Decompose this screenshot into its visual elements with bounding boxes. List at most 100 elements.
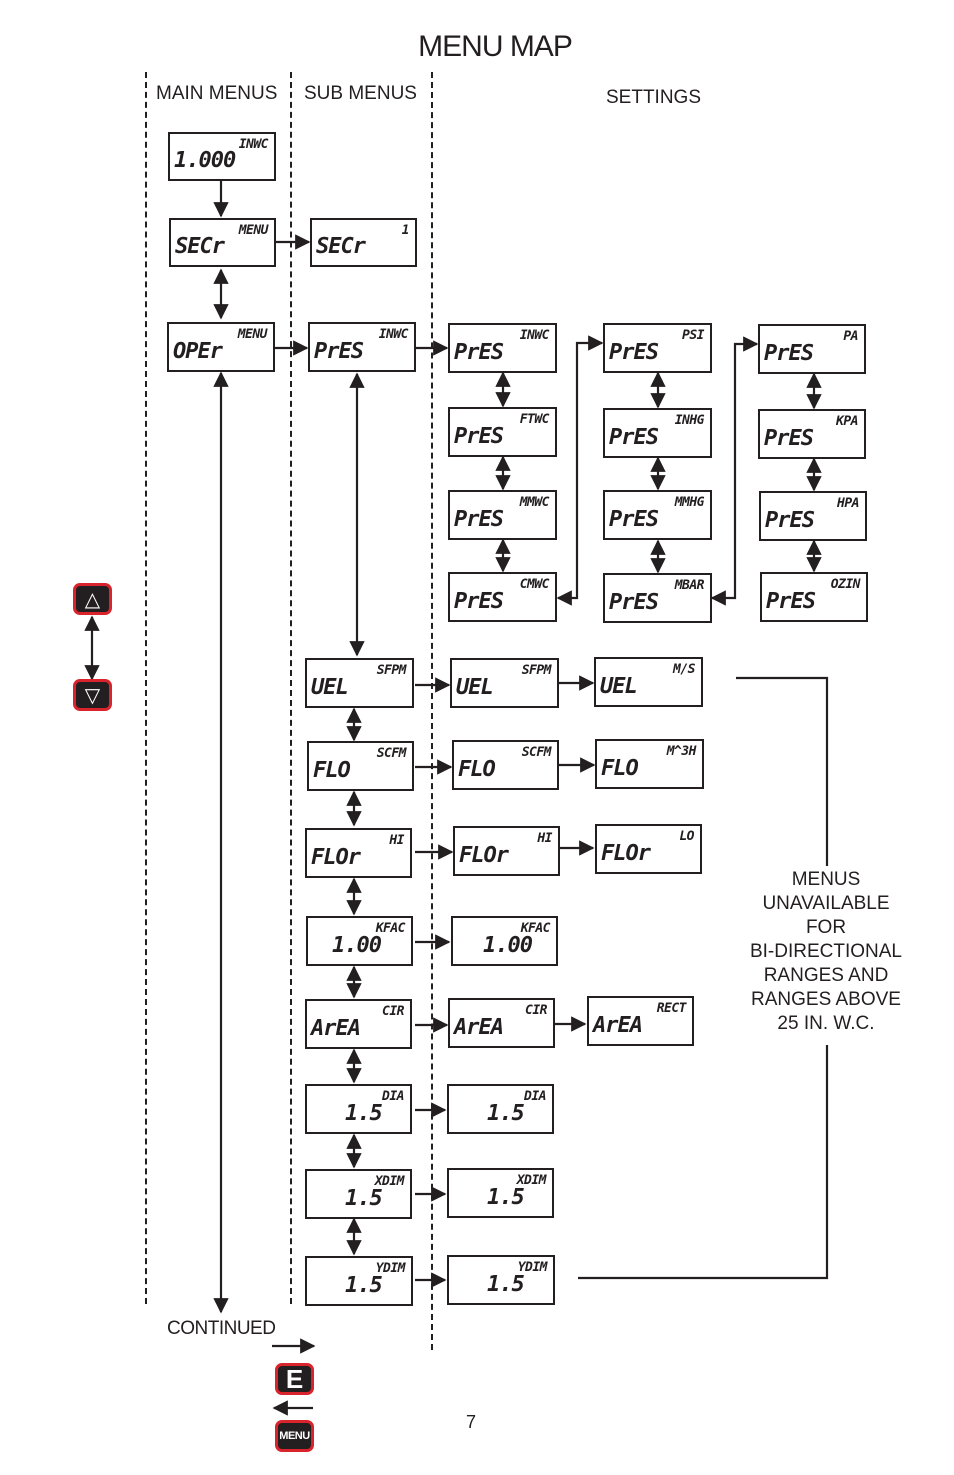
lcd-unit: KFAC <box>520 921 551 936</box>
lcd-value: 1.5 <box>487 1272 525 1297</box>
menu-key-label: MENU <box>279 1430 310 1442</box>
lcd-value: ArEA <box>593 1013 643 1038</box>
lcd-display: PrES PA <box>758 324 866 374</box>
lcd-value: PrES <box>609 590 659 615</box>
unavailable-menus-note: MENUS UNAVAILABLE FOR BI-DIRECTIONAL RAN… <box>728 868 924 1036</box>
column-header-main-menus: MAIN MENUS <box>156 83 278 104</box>
lcd-unit: HI <box>537 831 552 846</box>
lcd-value: 1.5 <box>487 1101 525 1126</box>
lcd-value: PrES <box>765 508 815 533</box>
lcd-unit: YDIM <box>375 1261 406 1276</box>
lcd-value: UEL <box>456 675 494 700</box>
lcd-unit: XDIM <box>374 1174 405 1189</box>
lcd-value: FLOr <box>459 843 509 868</box>
lcd-unit: LO <box>679 829 694 844</box>
lcd-unit: 1 <box>401 223 410 238</box>
lcd-display: PrES PSI <box>603 323 712 373</box>
continued-label: CONTINUED <box>167 1318 276 1339</box>
lcd-value: PrES <box>454 589 504 614</box>
lcd-unit: XDIM <box>516 1173 547 1188</box>
down-arrow-key-icon: ▽ <box>73 679 112 711</box>
lcd-value: SECr <box>175 234 225 259</box>
lcd-unit: SCFM <box>376 746 407 761</box>
lcd-unit: FTWC <box>519 412 550 427</box>
lcd-display: PrES INHG <box>603 408 712 458</box>
lcd-display: UEL M/S <box>594 657 703 707</box>
down-arrow-glyph: ▽ <box>84 684 101 707</box>
lcd-display: PrES KPA <box>758 409 866 459</box>
lcd-display: UEL SFPM <box>450 658 559 708</box>
lcd-value: PrES <box>314 339 364 364</box>
column-header-sub-menus: SUB MENUS <box>304 83 417 104</box>
lcd-value: SECr <box>316 234 366 259</box>
lcd-value: PrES <box>609 507 659 532</box>
lcd-unit: PSI <box>682 328 704 343</box>
lcd-display: SECr MENU <box>169 218 276 267</box>
lcd-unit: M/S <box>673 662 695 677</box>
lcd-unit: MENU <box>237 327 268 342</box>
lcd-unit: RECT <box>656 1001 687 1016</box>
lcd-value: 1.5 <box>345 1101 383 1126</box>
lcd-unit: OZIN <box>830 577 861 592</box>
lcd-unit: HI <box>389 833 404 848</box>
lcd-value: 1.00 <box>332 933 382 958</box>
column-divider-left <box>145 72 147 1304</box>
lcd-unit: DIA <box>382 1089 404 1104</box>
lcd-value: UEL <box>311 675 349 700</box>
lcd-unit: MMWC <box>519 495 550 510</box>
lcd-unit: YDIM <box>517 1260 548 1275</box>
note-line: BI-DIRECTIONAL <box>749 941 903 962</box>
lcd-display: FLO SCFM <box>307 741 414 791</box>
lcd-value: PrES <box>764 341 814 366</box>
column-divider-middle <box>290 72 292 1304</box>
lcd-value: 1.5 <box>345 1273 383 1298</box>
lcd-unit: M^3H <box>666 744 697 759</box>
lcd-value: PrES <box>609 425 659 450</box>
lcd-value: PrES <box>454 424 504 449</box>
lcd-unit: MENU <box>238 223 269 238</box>
lcd-display: PrES FTWC <box>448 407 557 457</box>
lcd-unit: PA <box>843 329 858 344</box>
lcd-display: PrES CMWC <box>448 572 557 622</box>
lcd-value: 1.5 <box>345 1186 383 1211</box>
lcd-value: FLO <box>313 758 351 783</box>
lcd-value: UEL <box>600 674 638 699</box>
lcd-unit: CMWC <box>519 577 550 592</box>
page-number: 7 <box>466 1412 477 1432</box>
lcd-value: PrES <box>764 426 814 451</box>
lcd-unit: INHG <box>674 413 705 428</box>
lcd-unit: CIR <box>525 1003 547 1018</box>
note-line: RANGES AND <box>763 965 889 986</box>
enter-key-label: E <box>285 1363 304 1394</box>
lcd-value: OPEr <box>173 339 223 364</box>
lcd-display: FLOr HI <box>453 826 560 876</box>
note-line: UNAVAILABLE <box>762 893 890 914</box>
column-divider-right <box>431 72 433 1350</box>
up-arrow-key-icon: △ <box>73 583 112 615</box>
lcd-value: PrES <box>454 507 504 532</box>
lcd-unit: KPA <box>836 414 858 429</box>
lcd-unit: SFPM <box>521 663 552 678</box>
lcd-display: SECr 1 <box>310 218 417 267</box>
note-line: RANGES ABOVE <box>751 989 901 1010</box>
lcd-unit: INWC <box>519 328 550 343</box>
lcd-value: PrES <box>609 340 659 365</box>
menu-key-icon: MENU <box>275 1420 314 1452</box>
lcd-value: ArEA <box>454 1015 504 1040</box>
column-header-settings: SETTINGS <box>606 87 702 108</box>
lcd-unit: CIR <box>382 1004 404 1019</box>
lcd-display: OPEr MENU <box>167 322 275 372</box>
